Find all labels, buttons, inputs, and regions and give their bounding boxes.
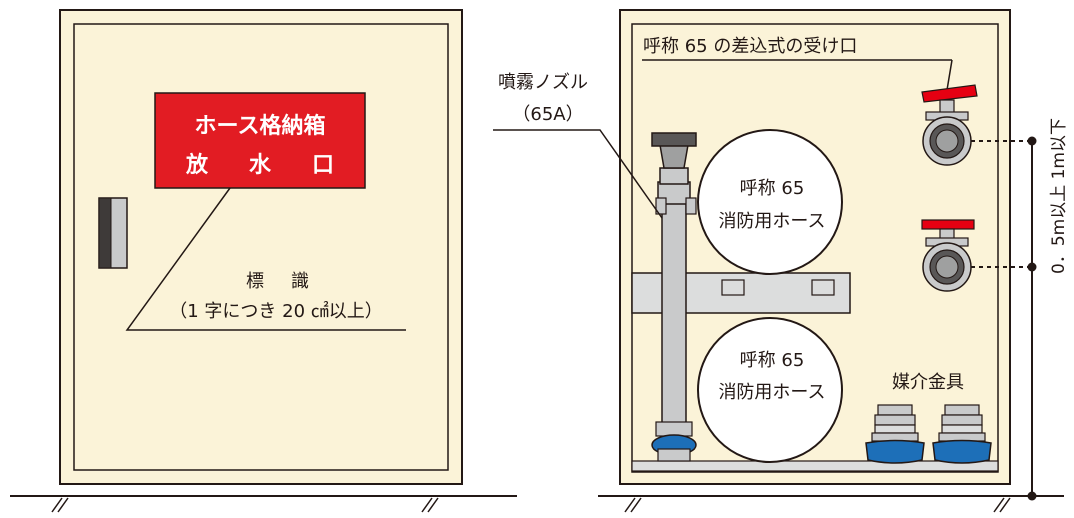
hose-lower-line1: 呼称 65 [740,350,805,371]
dimension-dot-mid [1027,262,1037,272]
label-title-char1: 標 [246,271,264,292]
adapter-label: 媒介金具 [892,372,964,393]
lower-inlet-valve[interactable] [921,219,975,292]
hose-upper-line2: 消防用ホース [718,211,825,232]
height-dimension: 0．5m以上 1m以下 [971,118,1069,501]
hose-upper [697,129,843,275]
hose-upper-line1: 呼称 65 [740,178,805,199]
right-cabinet: 呼称 65 消防用ホース 呼称 65 消防用ホース 噴霧ノズル （65A） 呼称… [493,9,1064,513]
right-ground-hatch [624,497,1011,513]
left-cabinet-door [73,23,449,471]
nozzle-leader-line [493,129,663,219]
label-note: （1 字につき 20 ㎠以上） [169,300,383,322]
height-label: 0．5m以上 1m以下 [1049,118,1069,274]
left-cabinet: ホース格納箱 放 水 口 標 識 （1 字につき 20 ㎠以上） [10,9,517,513]
inlet-leader-drop [946,59,953,91]
inlet-label: 呼称 65 の差込式の受け口 [643,36,857,57]
hose-lower [697,317,843,463]
label-title-char2: 識 [291,271,309,292]
rack-bracket-right [811,279,835,296]
sign-line2-char2: 水 [249,152,272,178]
hose-lower-line2: 消防用ホース [718,382,825,403]
floor-plate [631,460,999,472]
red-sign-plate [154,92,366,189]
rack-bracket-left [721,279,745,296]
sign-line1: ホース格納箱 [195,113,326,139]
spray-nozzle[interactable] [651,132,697,462]
left-ground-hatch [51,497,439,513]
dimension-dot-top [1027,136,1037,146]
sign-leader-line [125,187,406,331]
nozzle-label-line2: （65A） [512,104,583,125]
dimension-dot-bottom [1027,491,1037,501]
adapter-right[interactable] [932,404,992,464]
sign-line2-char3: 口 [312,152,334,178]
nozzle-label-line1: 噴霧ノズル [498,72,588,93]
sign-line2-char1: 放 [185,152,209,178]
door-handle[interactable] [98,197,128,269]
upper-inlet-valve[interactable] [921,84,978,166]
adapter-left[interactable] [865,404,925,464]
